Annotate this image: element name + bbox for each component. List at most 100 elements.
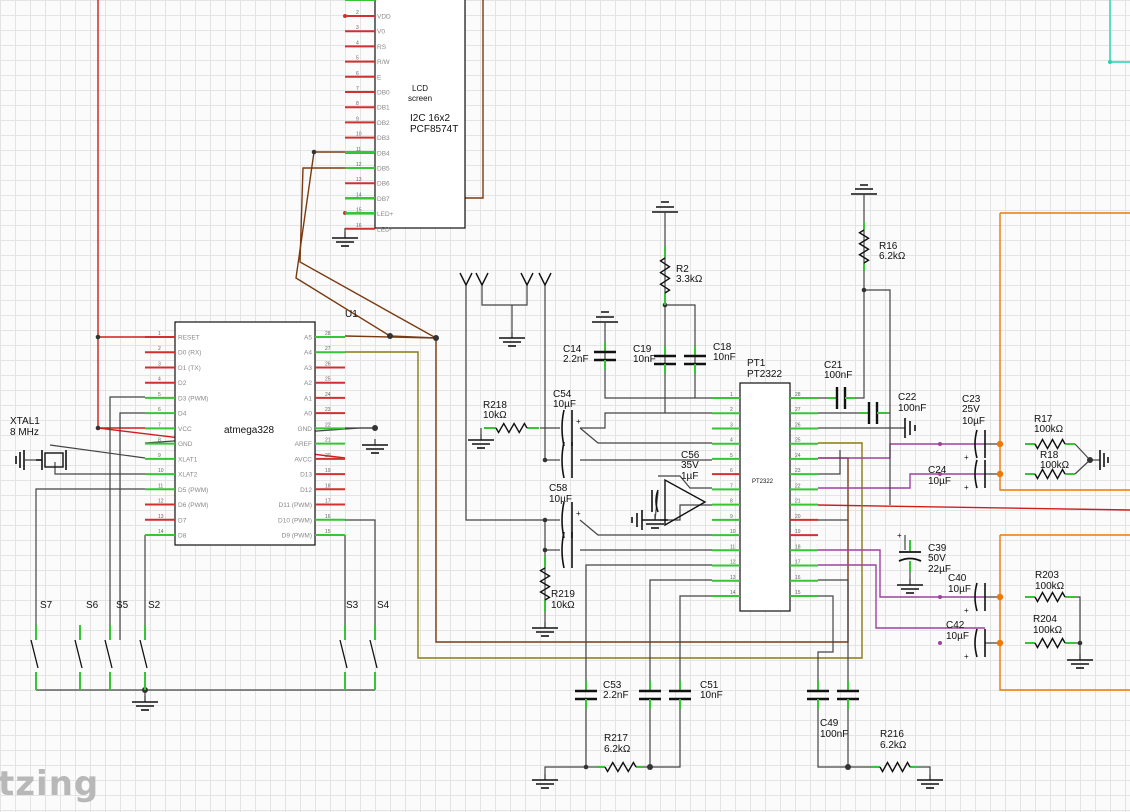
lcd-pin-number: 6 xyxy=(356,71,359,77)
r2-val: 3.3kΩ xyxy=(676,274,703,285)
resistors xyxy=(484,222,1075,773)
mcu-left-num: 5 xyxy=(158,392,161,398)
lcd-pin-number: 9 xyxy=(356,116,359,122)
r218-ref: R218 xyxy=(483,400,507,411)
r16-val: 6.2kΩ xyxy=(879,251,906,262)
pt-left-num: 5 xyxy=(730,453,733,459)
pt-right-num: 27 xyxy=(795,407,801,413)
c24-ref: C24 xyxy=(928,465,947,476)
mcu-left-num: 4 xyxy=(158,377,161,383)
r204-ref: R204 xyxy=(1033,614,1057,625)
lcd-pin-number: 16 xyxy=(356,223,362,229)
c23-val: 10µF xyxy=(962,416,985,427)
pt2322-chip[interactable]: 1234567891011121314282726252423222120191… xyxy=(712,358,818,612)
mcu-right-num: 17 xyxy=(325,499,331,505)
r17-val: 100kΩ xyxy=(1034,424,1064,435)
lcd-pin-label: DB3 xyxy=(377,135,390,142)
mcu-left-num: 1 xyxy=(158,331,161,337)
r216-ref: R216 xyxy=(880,729,904,740)
crystal-xtal1[interactable]: XTAL1 8 MHz xyxy=(10,416,67,470)
c39-val: 22µF xyxy=(928,564,951,575)
pt-inner-label: PT2322 xyxy=(752,479,774,485)
c23-ref: C23 xyxy=(962,394,981,405)
mcu-right-label: D13 xyxy=(300,472,312,479)
c56-ref: C56 xyxy=(681,450,700,461)
r18-ref: R18 xyxy=(1040,450,1059,461)
c22-val: 100nF xyxy=(898,403,926,414)
mcu-left-num: 11 xyxy=(158,483,163,489)
lcd-pin-number: 4 xyxy=(356,40,359,46)
mcu-right-num: 18 xyxy=(325,483,331,489)
mcu-right-num: 22 xyxy=(325,422,331,428)
c53-val: 2.2nF xyxy=(603,690,629,701)
c58-val: 10µF xyxy=(549,494,572,505)
mcu-right-num: 19 xyxy=(325,468,331,474)
mcu-left-num: 14 xyxy=(158,529,164,535)
lcd-pin-label: RS xyxy=(377,44,387,51)
c42-ref: C42 xyxy=(946,620,965,631)
xtal-value: 8 MHz xyxy=(10,427,39,438)
opamp-symbol xyxy=(664,478,707,527)
mcu-right-label: AVCC xyxy=(294,456,312,463)
lcd-module[interactable]: VDD2V03RS4R/W5E6DB07DB18DB29DB310DB411DB… xyxy=(345,0,466,233)
mcu-right-num: 26 xyxy=(325,361,331,367)
lcd-pin-number: 2 xyxy=(356,10,359,16)
c23-v: 25V xyxy=(962,404,980,415)
mcu-right-label: A5 xyxy=(304,335,312,342)
mcu-left-label: D5 (PWM) xyxy=(178,487,208,494)
lcd-pin-number: 15 xyxy=(356,208,362,214)
mcu-right-label: A2 xyxy=(304,380,312,387)
c56-v: 35V xyxy=(681,460,699,471)
mcu-right-num: 25 xyxy=(325,377,331,383)
switch-label: S3 xyxy=(346,600,359,611)
lcd-pin-number: 13 xyxy=(356,177,362,183)
c56-val: 1µF xyxy=(681,471,698,482)
pt-right-num: 18 xyxy=(795,544,801,550)
c21-val: 100nF xyxy=(824,370,852,381)
mcu-left-num: 2 xyxy=(158,346,161,352)
pt-left-num: 1 xyxy=(730,392,733,398)
lcd-type-label: I2C 16x2 xyxy=(410,113,450,124)
mcu-ref: U1 xyxy=(345,309,358,320)
mcu-left-num: 10 xyxy=(158,468,164,474)
c19-val: 10nF xyxy=(633,354,656,365)
pt-right-num: 23 xyxy=(795,468,801,474)
pt-right-num: 16 xyxy=(795,575,801,581)
pt-left-num: 4 xyxy=(730,438,733,444)
r219-ref: R219 xyxy=(551,589,575,600)
pt-left-num: 14 xyxy=(730,590,736,596)
mcu-left-label: XLAT1 xyxy=(178,456,198,463)
svg-text:+: + xyxy=(964,453,969,462)
r217-val: 6.2kΩ xyxy=(604,744,631,755)
c18-val: 10nF xyxy=(713,352,736,363)
pt-right-num: 28 xyxy=(795,392,801,398)
c14-val: 2.2nF xyxy=(563,354,589,365)
lcd-pin-label: DB2 xyxy=(377,120,390,127)
r216-val: 6.2kΩ xyxy=(880,740,907,751)
c14-ref: C14 xyxy=(563,344,582,355)
power-symbols xyxy=(459,184,877,340)
c49-val: 100nF xyxy=(820,729,848,740)
svg-text:+: + xyxy=(576,417,581,426)
mcu-right-num: 27 xyxy=(325,346,331,352)
r17-ref: R17 xyxy=(1034,414,1053,425)
lcd-pin-label: LED- xyxy=(377,226,392,233)
mcu-right-label: D9 (PWM) xyxy=(282,532,312,539)
mcu-right-label: A4 xyxy=(304,350,312,357)
pt-right-num: 24 xyxy=(795,453,801,459)
mcu-left-num: 3 xyxy=(158,361,161,367)
lcd-title-1: LCD xyxy=(412,84,428,93)
c18-ref: C18 xyxy=(713,342,732,353)
c24-val: 10µF xyxy=(928,476,951,487)
pt-left-num: 6 xyxy=(730,468,733,474)
pt-left-num: 10 xyxy=(730,529,736,535)
lcd-pin-label: DB0 xyxy=(377,90,390,97)
lcd-title-2: screen xyxy=(408,94,432,103)
c49-ref: C49 xyxy=(820,718,839,729)
pt-left-num: 11 xyxy=(730,544,735,550)
lcd-pin-label: LED+ xyxy=(377,211,394,218)
